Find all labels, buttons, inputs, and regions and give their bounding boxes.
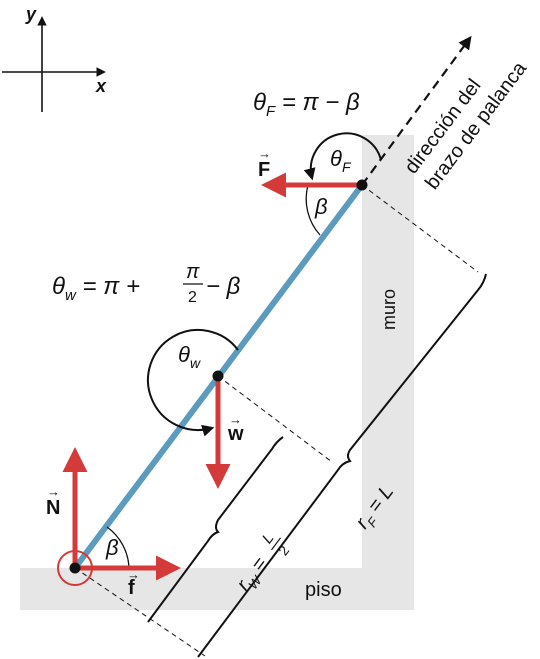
floor-surface [20,568,414,610]
theta-w-frac-num: π [186,261,200,283]
force-f-label: F [258,159,270,181]
beta-label-top: β [314,194,328,219]
r-f-brace [197,273,487,658]
y-axis-label: y [25,4,37,24]
x-axis-label: x [95,76,107,96]
theta-w-eq-tail: − β [206,273,241,300]
r-w-brace [147,436,284,623]
svg-text:2: 2 [275,542,293,558]
beta-label-bottom: β [105,535,119,560]
normal-n-vector-mark: → [47,484,60,499]
friction-f-vector-mark: → [127,567,140,582]
beta-arc-bottom [106,526,130,569]
force-f-vector-mark: → [258,146,271,161]
lever-direction-line [361,35,472,186]
theta-w-label: θw [178,342,201,371]
theta-w-arc [147,329,239,437]
r-f-perpendicular-top [361,184,479,273]
top-contact-point [356,179,368,191]
theta-f-label: θF [330,146,352,175]
theta-f-equation: θF = π − β [253,89,360,120]
weight-w-label: w [227,423,244,445]
center-of-mass-point [212,370,224,382]
svg-text:L: L [259,530,278,547]
coordinate-axes: y x [2,4,107,112]
wall-surface [362,135,414,610]
theta-f-arc [303,132,382,181]
wall-label: muro [379,289,399,330]
weight-w-vector-mark: → [229,412,242,427]
floor-label: piso [305,579,342,601]
theta-w-equation: θw = π + [52,273,140,304]
r-w-perpendicular-top [217,375,333,463]
pivot-circle [57,550,93,586]
normal-n-label: N [46,497,60,519]
friction-f-label: f [128,577,135,599]
base-perpendicular [74,567,206,657]
beta-arc-top [305,184,321,236]
pivot-point [69,562,81,574]
theta-w-frac-den: 2 [188,289,197,306]
lever-direction-label: dirección del brazo de palanca [400,57,531,193]
